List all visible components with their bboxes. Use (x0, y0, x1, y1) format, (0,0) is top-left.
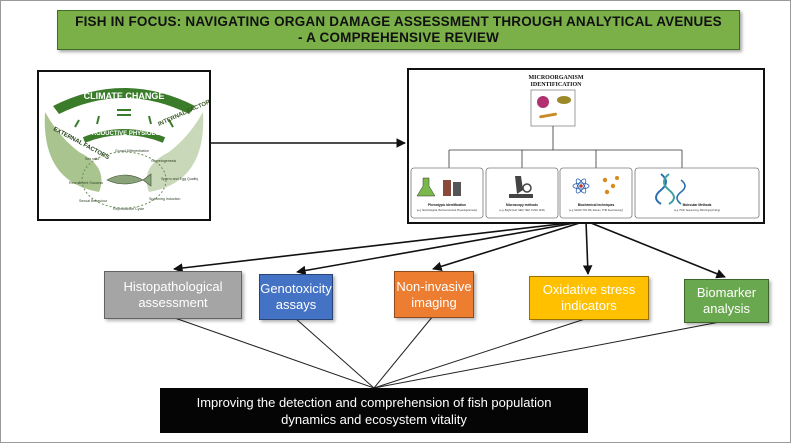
title-line-2: - A COMPREHENSIVE REVIEW (297, 30, 500, 45)
arrow-to-non-invasive (432, 220, 587, 271)
svg-text:(e.g. PCR, Sequencing, DNA fin: (e.g. PCR, Sequencing, DNA fingerprintin… (674, 209, 720, 212)
arrow-to-genotoxicity (296, 220, 587, 276)
climate-change-illustration: CLIMATE CHANGE EXTERNAL FACTORS INTERNAL… (44, 88, 215, 211)
reproductive-physiology-label: REPRODUCTIVE PHYSIOLOGY (79, 131, 168, 137)
genotoxicity-assays-box: Genotoxicity assays (259, 274, 333, 320)
microorganism-identification-figure: MICROORGANISM IDENTIFICATION Phenot (407, 68, 765, 224)
climate-change-label: CLIMATE CHANGE (84, 91, 165, 101)
title-banner: FISH IN FOCUS: NAVIGATING ORGAN DAMAGE A… (57, 10, 740, 50)
outcome-line-1: Improving the detection and comprehensio… (196, 394, 552, 410)
svg-text:Biochemical techniques: Biochemical techniques (578, 203, 615, 207)
biomarker-analysis-box: Biomarker analysis (684, 279, 769, 323)
svg-text:Molecular Methods: Molecular Methods (683, 203, 712, 207)
oxidative-stress-indicators-box: Oxidative stress indicators (529, 276, 649, 320)
micro-heading-line-2: IDENTIFICATION (531, 82, 583, 88)
arrow-to-oxidative (582, 220, 593, 275)
converging-lines (171, 315, 726, 389)
cycle-item-6: Sexual Behaviour (79, 199, 108, 203)
cycle-item-8: Sex ratio (85, 157, 99, 161)
cycle-item-7: Recruitment Success (69, 181, 103, 185)
method-card-4: Molecular Methods (e.g. PCR, Sequencing,… (634, 167, 760, 219)
cycle-item-5: Reproductive Cycle (113, 207, 144, 211)
svg-text:Microscopy methods: Microscopy methods (506, 203, 538, 207)
svg-text:(e.g. Morphological, Biochemic: (e.g. Morphological, Biochemical and Phy… (417, 209, 478, 212)
non-invasive-imaging-box: Non-invasive imaging (394, 271, 474, 318)
microorganism-illustration: MICROORGANISM IDENTIFICATION Phenot (410, 75, 760, 219)
outcome-line-2: dynamics and ecosystem vitality (281, 411, 467, 427)
title-line-1: FISH IN FOCUS: NAVIGATING ORGAN DAMAGE A… (75, 14, 722, 29)
method-card-1: Phenotypic identification (e.g. Morpholo… (410, 167, 484, 219)
cycle-item-1: Gonad Differentiation (115, 149, 149, 153)
arrow-to-biomarker (585, 220, 726, 279)
arrow-to-histopathological (173, 220, 587, 273)
method-card-2: Microscopy methods (e.g. Bright Field, S… (485, 167, 559, 219)
microbe-image (530, 89, 576, 127)
svg-text:(e.g. Bright Field, SEM, TEM,: (e.g. Bright Field, SEM, TEM, CLSM, AFM) (499, 209, 545, 212)
svg-text:(e.g. MALDI-TOF MS, Raman, FTI: (e.g. MALDI-TOF MS, Raman, FTIR Spectros… (569, 209, 623, 212)
cycle-item-2: Gametogenesis (151, 159, 176, 163)
svg-text:Phenotypic identification: Phenotypic identification (428, 203, 466, 207)
climate-change-figure: CLIMATE CHANGE EXTERNAL FACTORS INTERNAL… (37, 70, 215, 221)
cycle-item-3: Sperm and Egg Quality (161, 177, 198, 181)
micro-heading-line-1: MICROORGANISM (529, 75, 584, 81)
histopathological-assessment-box: Histopathological assessment (104, 271, 242, 319)
outcome-box: Improving the detection and comprehensio… (160, 388, 588, 433)
method-card-3: Biochemical techniques (e.g. MALDI-TOF M… (559, 167, 633, 219)
cycle-item-4: Spawning Induction (149, 197, 180, 201)
